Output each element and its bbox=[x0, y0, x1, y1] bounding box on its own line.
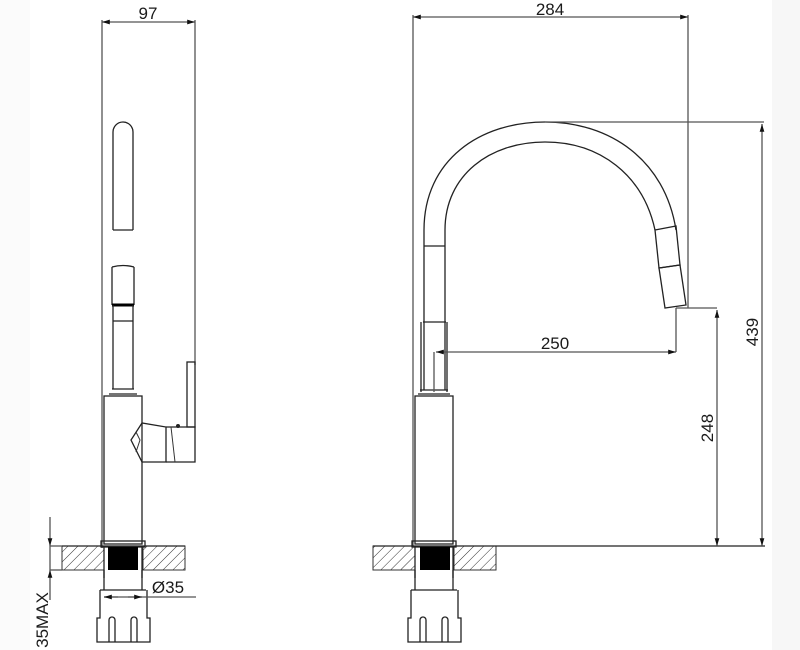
front-deck bbox=[372, 545, 765, 578]
side-body bbox=[100, 395, 146, 548]
dimension-97: 97 bbox=[101, 4, 196, 548]
dimension-35max: 35MAX bbox=[33, 517, 62, 648]
dim-label-overall-height: 439 bbox=[743, 318, 762, 346]
front-body bbox=[411, 395, 457, 548]
dimension-diameter: Ø35 bbox=[104, 578, 196, 600]
side-deck bbox=[61, 545, 186, 578]
dim-label-diameter: Ø35 bbox=[152, 578, 184, 597]
front-spout-arch bbox=[418, 121, 677, 395]
side-view: 97 bbox=[33, 4, 196, 648]
dimension-439: 439 bbox=[545, 121, 765, 546]
side-spray-head bbox=[109, 121, 137, 395]
left-margin bbox=[0, 0, 30, 650]
front-view: 284 bbox=[372, 0, 765, 643]
dimension-248: 248 bbox=[676, 307, 720, 546]
dimension-284: 284 bbox=[412, 0, 689, 546]
dim-label-overall-reach: 284 bbox=[536, 0, 564, 19]
front-mounting-shank bbox=[407, 570, 462, 643]
dim-label-spout-height: 248 bbox=[698, 414, 717, 442]
dim-label-max-thickness: 35MAX bbox=[33, 592, 52, 648]
side-mounting-shank bbox=[96, 570, 151, 643]
front-spray-head bbox=[654, 225, 687, 309]
dim-label-side-width: 97 bbox=[139, 4, 158, 23]
dimension-250: 250 bbox=[433, 308, 677, 392]
right-margin bbox=[772, 0, 800, 650]
dim-label-spout-reach: 250 bbox=[541, 334, 569, 353]
side-lever-handle bbox=[130, 361, 196, 463]
